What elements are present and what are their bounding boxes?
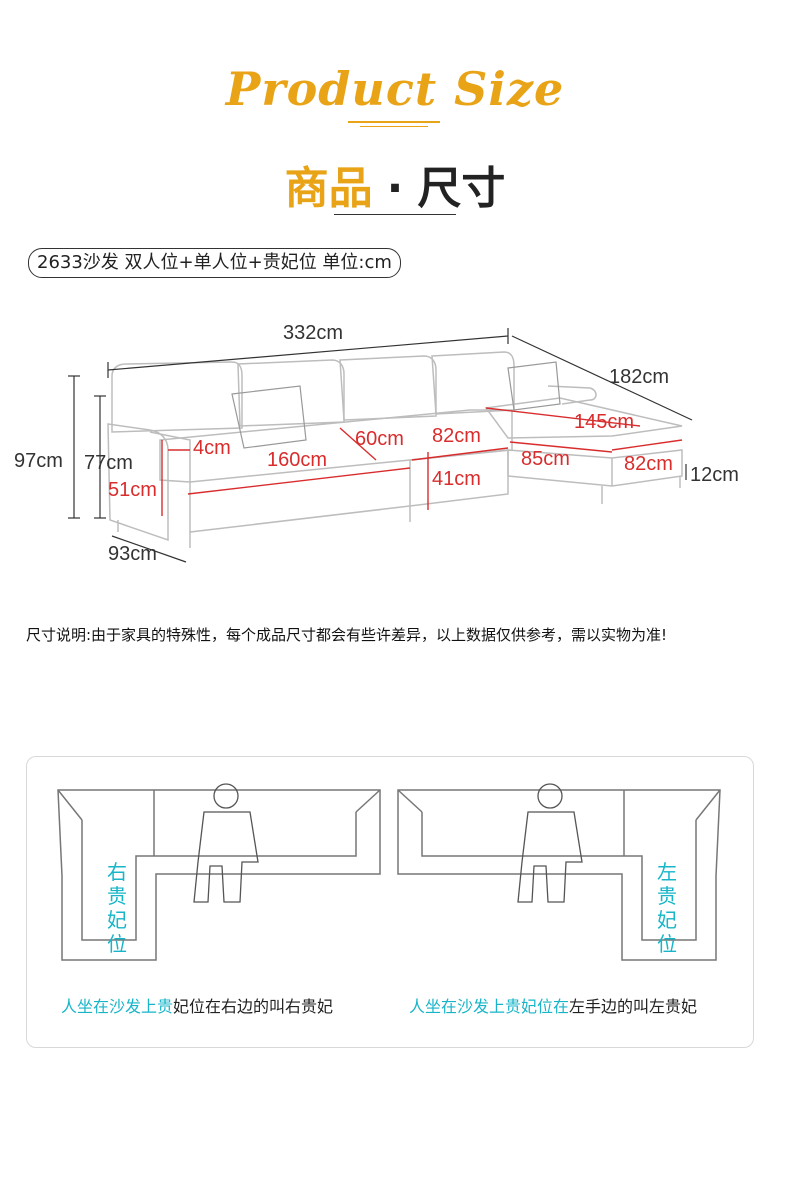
dim-cushion-height: 12cm [690,464,739,486]
right-chaise-sofa-outline [57,789,381,961]
dim-arm-width: 4cm [193,437,231,459]
person-icon-left [517,783,583,903]
dim-total-width: 332cm [283,322,344,344]
caption-highlight: 人坐在沙发上贵 [61,997,174,1016]
spec-label-pill: 2633沙发 双人位+单人位+贵妃位 单位:cm [28,248,401,278]
sofa-dimension-drawing [68,328,693,563]
sofa-outline [107,351,683,548]
title-underline-thin [360,126,428,127]
cn-title-separator: · [386,163,404,214]
dim-overall-height: 97cm [14,450,63,472]
dim-single-seat: 82cm [432,425,481,447]
vertical-char: 贵 [107,884,127,908]
vertical-char: 位 [657,932,677,956]
product-size-script-title: Product Size [225,62,565,116]
vertical-char: 妃 [657,908,677,932]
left-chaise-caption: 人坐在沙发上贵妃位在左手边的叫左贵妃 [409,993,697,1017]
caption-highlight: 人坐在沙发上贵妃位在 [409,997,570,1016]
dim-chaise-length: 182cm [609,366,670,388]
orientation-diagrams [57,783,721,961]
dim-depth: 93cm [108,543,157,565]
cn-title-underline [334,214,456,215]
dim-chaise-seat: 85cm [521,448,570,470]
black-dimension-lines [68,328,693,563]
cn-title-size: 尺寸 [417,163,506,214]
vertical-char: 位 [107,932,127,956]
dim-back-height: 77cm [84,452,133,474]
left-chaise-sofa-outline [397,789,721,961]
right-chaise-caption: 人坐在沙发上贵妃位在右边的叫右贵妃 [61,993,333,1017]
vertical-char: 妃 [107,908,127,932]
dim-seat-height: 51cm [108,479,157,501]
caption-rest: 妃位在右边的叫右贵妃 [173,997,334,1016]
dim-seat-depth: 60cm [355,428,404,450]
cn-section-title: 商品 · 尺寸 [0,152,790,216]
person-icon-right [193,783,259,903]
dim-double-seat: 160cm [267,449,328,471]
left-chaise-vertical-label: 左 贵 妃 位 [655,860,679,956]
pillow-icons [231,361,561,449]
vertical-char: 右 [107,860,127,884]
cn-title-product: 商品 [284,163,373,214]
right-chaise-vertical-label: 右 贵 妃 位 [105,860,129,956]
orientation-panel [26,756,754,1048]
vertical-char: 左 [657,860,677,884]
red-dimension-lines [161,407,683,516]
caption-rest: 左手边的叫左贵妃 [569,997,698,1016]
dim-chaise-width: 82cm [624,453,673,475]
dim-leg-height: 41cm [432,468,481,490]
size-disclaimer-note: 尺寸说明:由于家具的特殊性，每个成品尺寸都会有些许差异，以上数据仅供参考，需以实… [26,626,668,644]
title-underline [348,121,440,123]
vertical-char: 贵 [657,884,677,908]
dim-chaise-inner: 145cm [574,411,635,433]
